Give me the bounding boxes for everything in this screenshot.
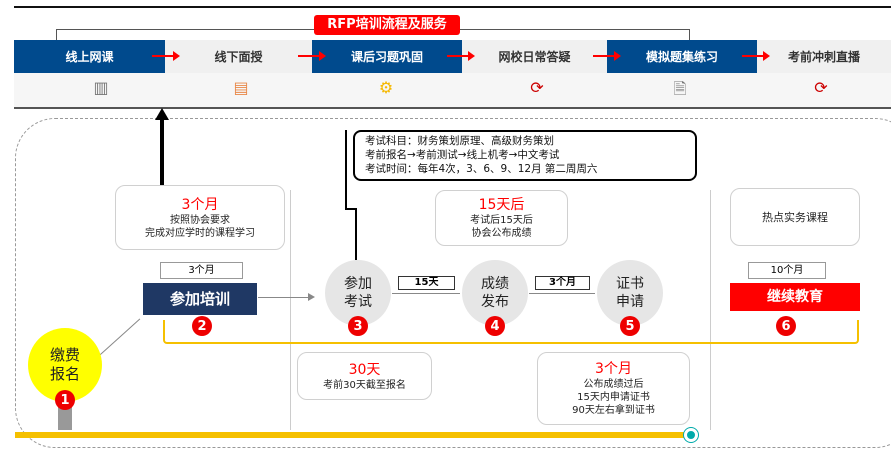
top-rule <box>14 6 891 8</box>
connector-line <box>345 208 357 210</box>
arrow-icon <box>298 51 326 61</box>
desc: 协会公布成绩 <box>471 228 532 239</box>
step-number-3: 3 <box>348 316 368 336</box>
nav-label: 线上网课 <box>65 50 114 64</box>
divider <box>710 190 711 430</box>
flow-line <box>392 293 460 294</box>
nav-item-online[interactable]: 线上网课 <box>14 40 165 73</box>
desc: 90天左右拿到证书 <box>572 405 655 416</box>
step-result: 成绩发布 <box>462 260 528 326</box>
presentation-icon: ▤ <box>233 78 249 97</box>
timeline-bracket <box>163 320 859 344</box>
nav-item-live[interactable]: 考前冲刺直播 <box>757 40 891 73</box>
step-continuing-education: 继续教育 <box>730 283 860 311</box>
exam-info-box: 考试科目：财务策划原理、高级财务策划 考前报名→考前测试→线上机考→中文考试 考… <box>353 130 697 181</box>
process-area <box>15 118 891 448</box>
label: 发布 <box>481 294 509 310</box>
desc: 考前30天截至报名 <box>323 379 406 391</box>
arrow-icon <box>152 51 180 61</box>
exam-time: 考试时间：每年4次，3、6、9、12月 第二周周六 <box>365 163 598 175</box>
progress-handle <box>684 428 698 442</box>
flow-arrow <box>258 297 310 298</box>
refresh-gear-icon: ⟳ <box>530 78 544 97</box>
step-number-5: 5 <box>620 316 640 336</box>
connector-line <box>355 208 357 260</box>
nav-label: 网校日常答疑 <box>498 50 571 64</box>
icon-row <box>14 73 891 109</box>
desc: 热点实务课程 <box>762 210 828 224</box>
step-number-1: 1 <box>55 390 75 410</box>
up-arrow <box>160 118 164 186</box>
exam-subjects: 考试科目：财务策划原理、高级财务策划 <box>365 135 554 147</box>
step-number-2: 2 <box>192 316 212 336</box>
gap-label-15days: 15天 <box>398 276 455 290</box>
flow-arrow-head <box>308 293 315 301</box>
period: 3个月 <box>595 361 632 377</box>
step-number-6: 6 <box>776 316 796 336</box>
exam-steps: 考前报名→考前测试→线上机考→中文考试 <box>365 149 560 161</box>
label: 成绩 <box>481 276 509 292</box>
step-training: 参加培训 <box>143 283 257 315</box>
training-info-box: 3个月 按照协会要求 完成对应学时的课程学习 <box>115 185 285 250</box>
nav-label: 线下面授 <box>214 50 263 64</box>
period: 30天 <box>348 361 381 378</box>
nav-label: 课后习题巩固 <box>350 50 423 64</box>
register-info-box: 30天 考前30天截至报名 <box>297 352 432 400</box>
document-search-icon: 🗎 <box>673 79 687 98</box>
training-duration-tag: 3个月 <box>160 262 243 279</box>
refresh-gear-icon: ⟳ <box>814 78 828 97</box>
desc: 15天内申请证书 <box>577 392 650 403</box>
step-payment: 缴费报名 <box>28 328 102 402</box>
practice-course-box: 热点实务课程 <box>730 188 860 246</box>
monitor-gear-icon: ⚙ <box>378 78 394 97</box>
desc: 完成对应学时的课程学习 <box>145 227 255 239</box>
desc: 考试后15天后 <box>470 215 533 226</box>
nav-item-offline[interactable]: 线下面授 <box>165 40 312 73</box>
label: 缴费 <box>49 346 80 364</box>
page-title: RFP培训流程及服务 <box>314 15 460 35</box>
nav-item-mock[interactable]: 模拟题集练习 <box>607 40 757 73</box>
period: 15天后 <box>478 197 525 213</box>
label: 申请 <box>616 294 644 310</box>
flow-line <box>529 293 595 294</box>
nav-label: 模拟题集练习 <box>645 50 718 64</box>
step-exam: 参加考试 <box>325 260 391 326</box>
nav-item-qa[interactable]: 网校日常答疑 <box>462 40 607 73</box>
step-certificate: 证书申请 <box>597 260 663 326</box>
progress-bar <box>15 432 691 438</box>
nav-label: 考前冲刺直播 <box>787 50 860 64</box>
label: 考试 <box>344 294 372 310</box>
result-info-box: 15天后 考试后15天后 协会公布成绩 <box>435 190 568 246</box>
arrow-icon <box>593 51 621 61</box>
gap-label-3months: 3个月 <box>535 276 590 290</box>
desc: 公布成绩过后 <box>583 379 644 390</box>
connector-line <box>345 130 347 210</box>
ce-duration-tag: 10个月 <box>748 262 826 279</box>
desc: 按照协会要求 <box>170 214 230 226</box>
period: 3个月 <box>181 196 219 213</box>
arrow-icon <box>447 51 475 61</box>
arrow-icon <box>742 51 770 61</box>
label: 报名 <box>49 365 80 383</box>
divider <box>290 190 291 430</box>
up-arrow-head <box>155 108 169 120</box>
nav-item-exercise[interactable]: 课后习题巩固 <box>312 40 462 73</box>
computer-icon: ▥ <box>93 78 109 97</box>
label: 参加 <box>344 276 372 292</box>
step-number-4: 4 <box>485 316 505 336</box>
label: 证书 <box>616 276 644 292</box>
certificate-info-box: 3个月 公布成绩过后 15天内申请证书 90天左右拿到证书 <box>537 352 690 425</box>
